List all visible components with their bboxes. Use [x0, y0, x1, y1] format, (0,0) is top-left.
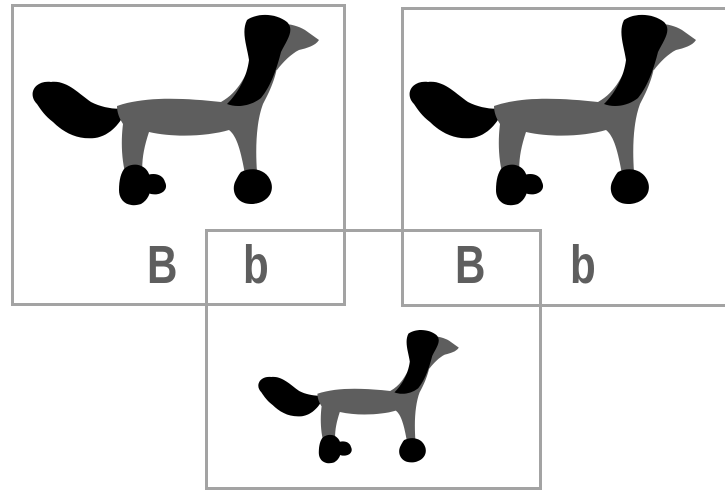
left-parent-allele-1: B — [147, 238, 177, 292]
left-parent-dog — [25, 12, 325, 212]
right-parent-dog — [402, 12, 702, 212]
offspring-dog — [253, 318, 463, 478]
right-parent-allele-2: b — [570, 238, 596, 292]
